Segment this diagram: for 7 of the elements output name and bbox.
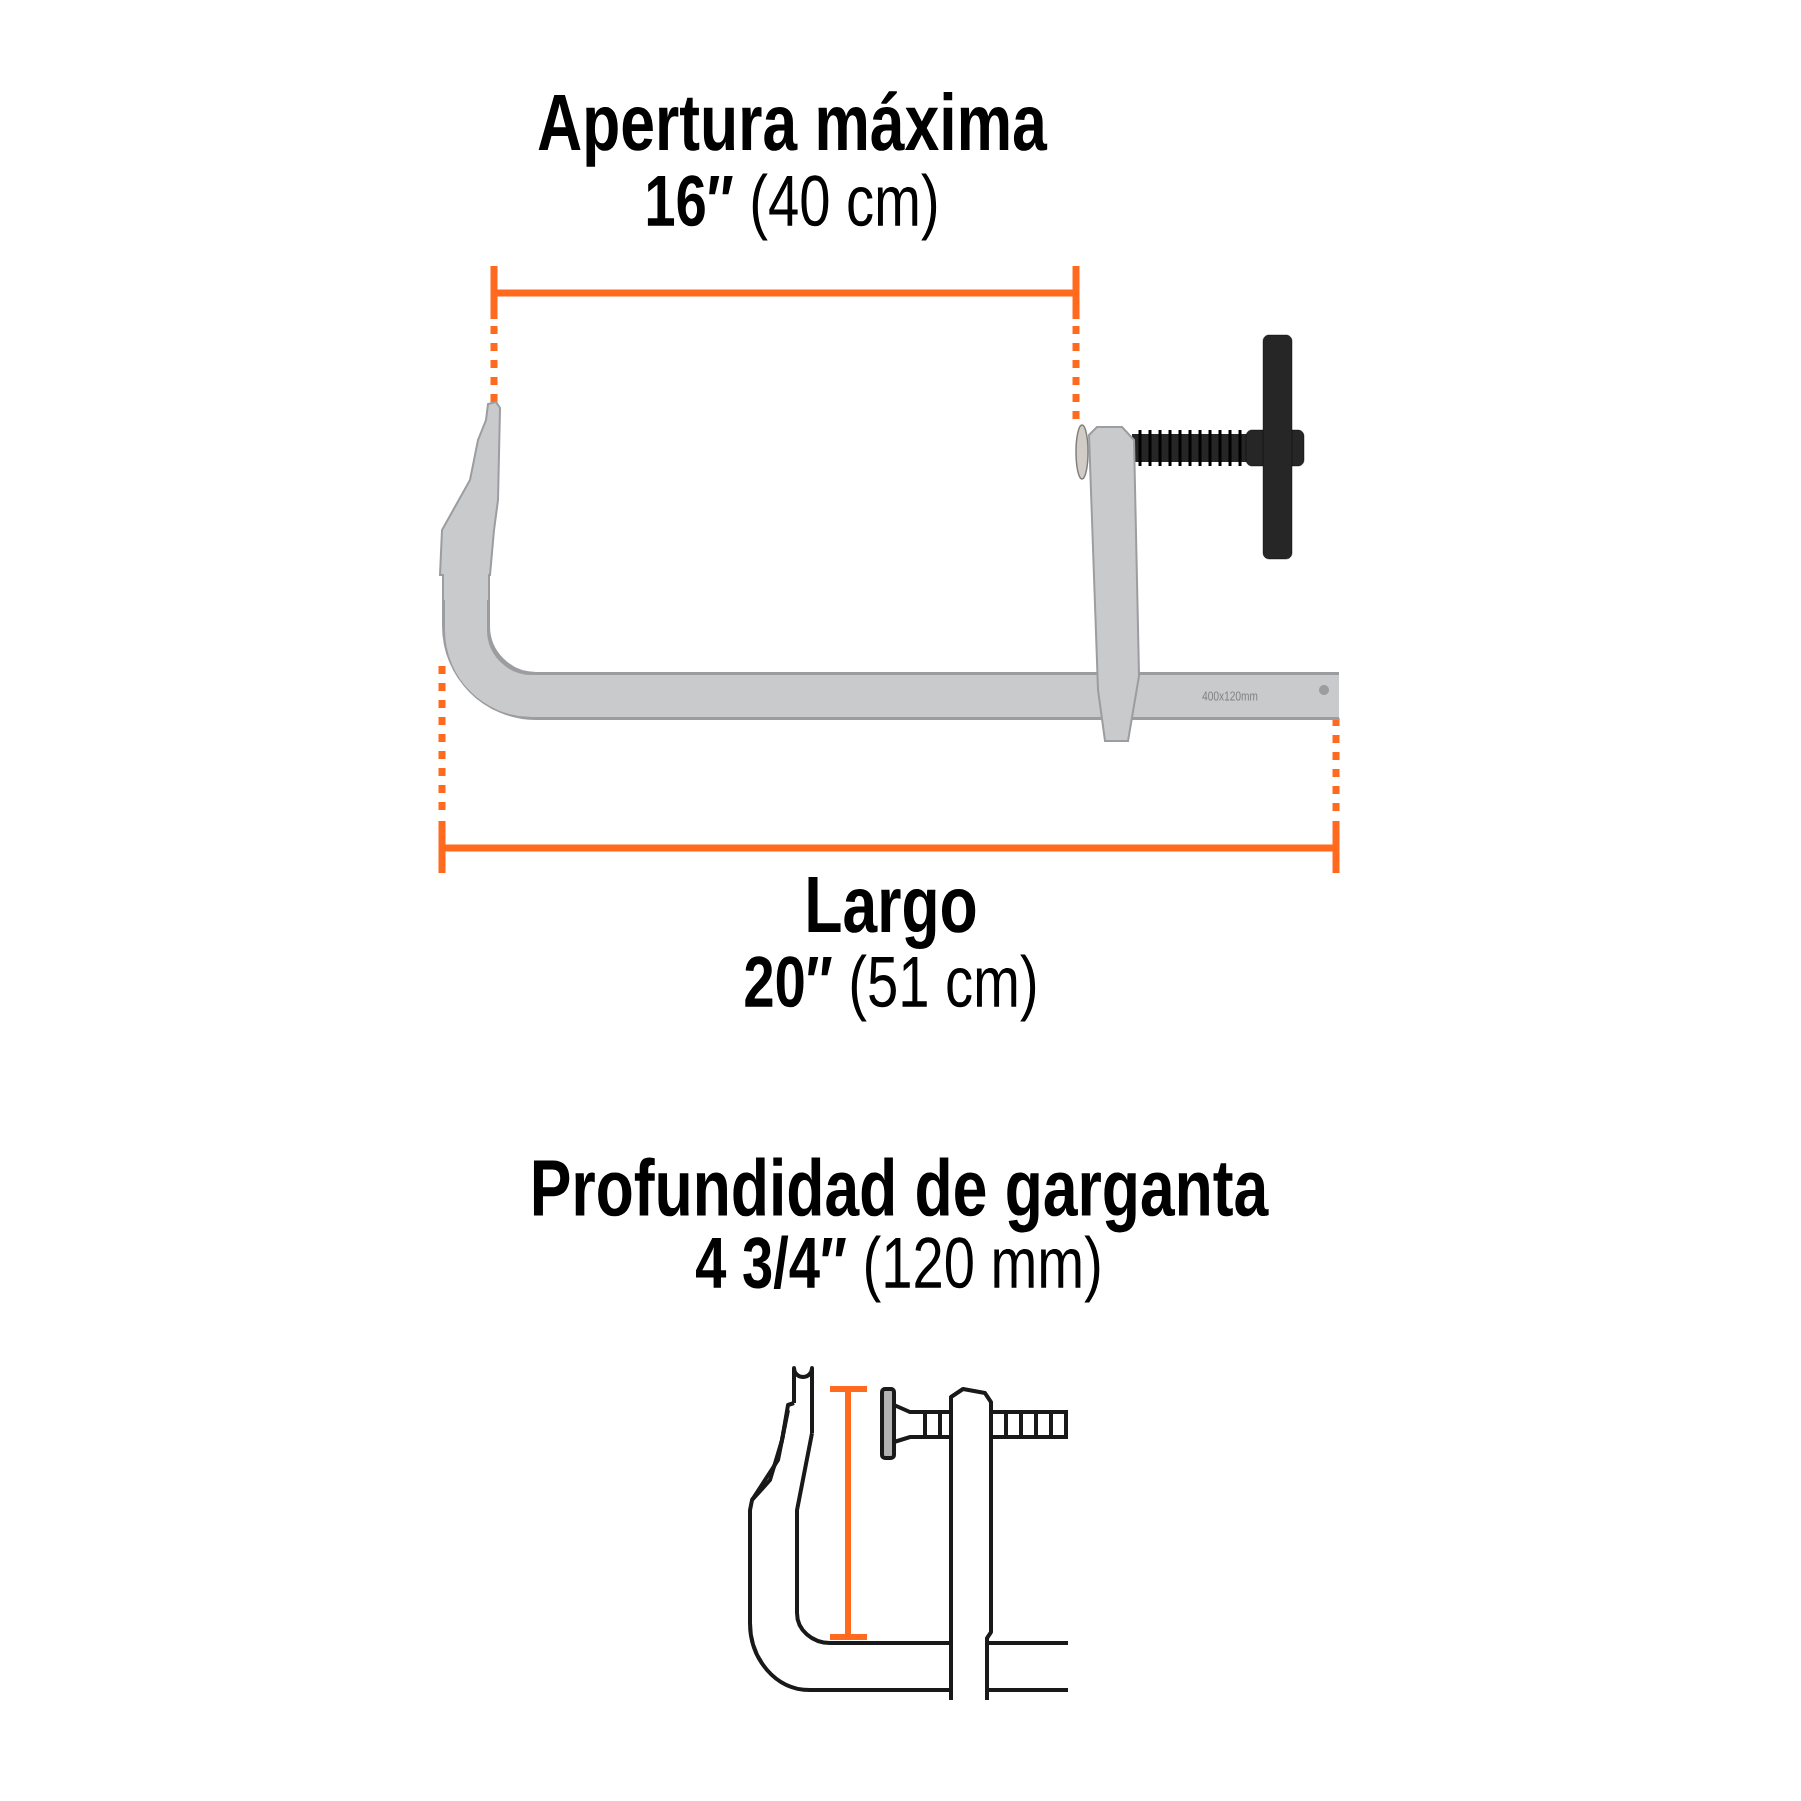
dimension-title: Apertura máxima [538, 91, 1048, 167]
engraved-text: 400x120mm [1202, 691, 1258, 701]
dimension-title: Profundidad de garganta [533, 1157, 1269, 1233]
dimension-value: 20″ (51 cm) [745, 954, 1036, 1022]
dimension-value: 4 3/4″ (120 mm) [696, 1235, 1100, 1303]
dimension-title: Largo [808, 877, 976, 949]
dimension-value: 16″ (40 cm) [647, 173, 937, 241]
